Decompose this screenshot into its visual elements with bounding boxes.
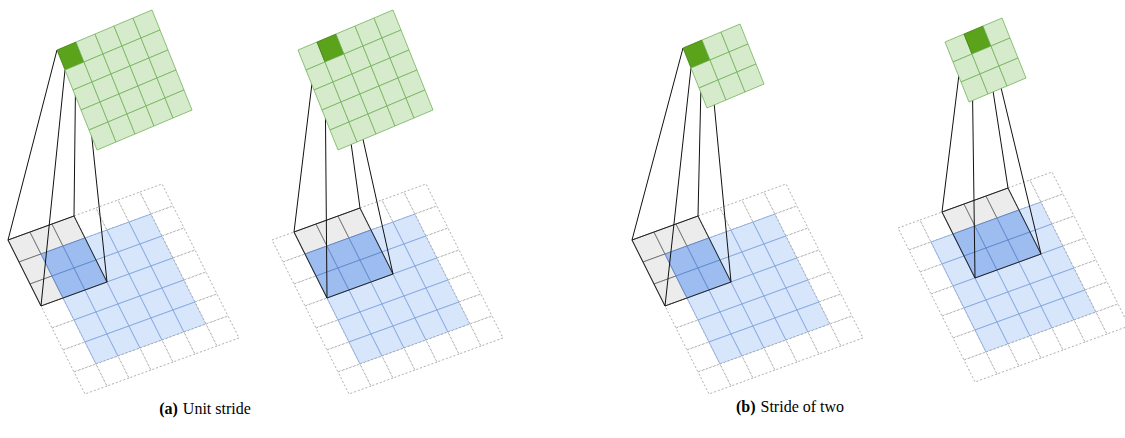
projection-line bbox=[665, 68, 691, 306]
convolution-panel bbox=[8, 10, 239, 394]
output-cell bbox=[406, 90, 433, 118]
kernel-window bbox=[942, 188, 1041, 278]
subfigure-tag: (b) bbox=[736, 398, 756, 415]
subfigure-caption: (b) Stride of two bbox=[736, 398, 844, 416]
convolution-panel bbox=[272, 10, 503, 394]
subfigure-caption: (a) Unit stride bbox=[159, 400, 251, 418]
output-cell bbox=[737, 64, 764, 92]
convolution-panel bbox=[632, 24, 863, 394]
convolution-panel bbox=[898, 18, 1125, 382]
kernel-window bbox=[632, 216, 731, 306]
caption-text: Stride of two bbox=[761, 398, 845, 415]
padding-cell bbox=[830, 316, 863, 346]
padding-cell bbox=[1096, 304, 1125, 334]
subfigure-tag: (a) bbox=[159, 400, 178, 417]
padding-cell bbox=[470, 316, 503, 346]
kernel-window bbox=[294, 208, 393, 298]
kernel-window bbox=[8, 216, 107, 306]
projection-line bbox=[41, 70, 65, 306]
padding-cell bbox=[206, 316, 239, 346]
output-cell bbox=[999, 58, 1026, 86]
output-cell bbox=[165, 90, 192, 118]
projection-line bbox=[8, 50, 57, 240]
caption-text: Unit stride bbox=[183, 400, 251, 417]
